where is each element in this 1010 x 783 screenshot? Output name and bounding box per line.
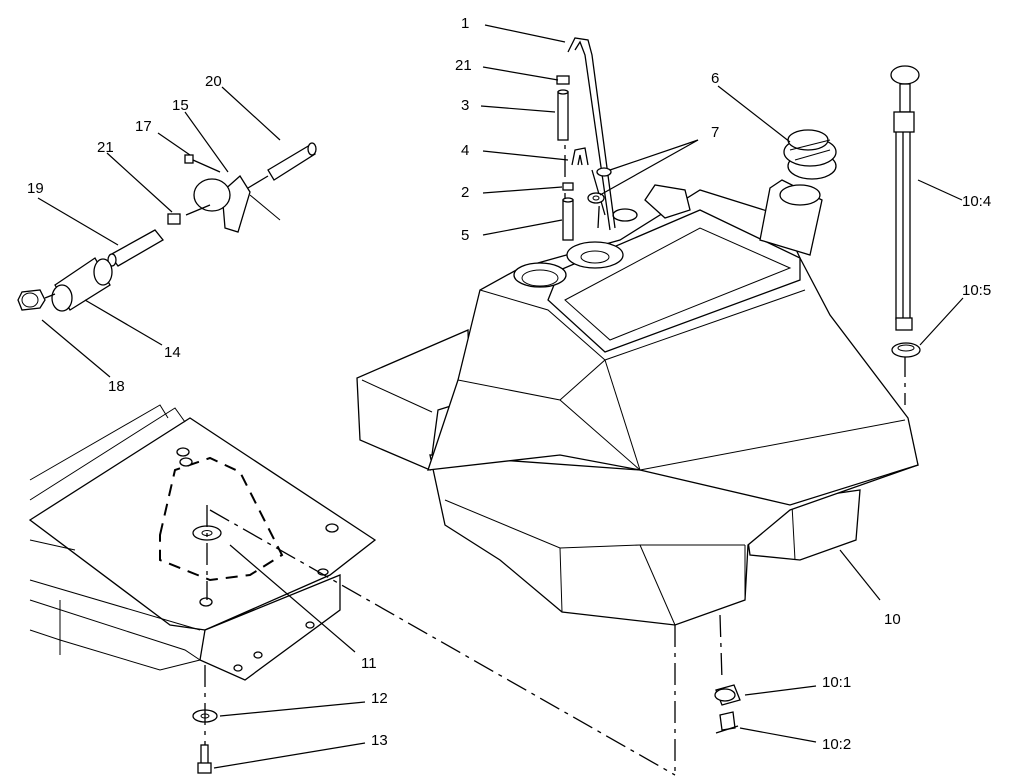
callout-7: 7 — [711, 124, 719, 141]
fuel-filter-assembly — [17, 142, 317, 312]
callout-13: 13 — [371, 732, 388, 749]
callout-4: 4 — [461, 142, 469, 159]
callout-17: 17 — [135, 118, 152, 135]
bolt-13 — [197, 744, 212, 774]
callout-6: 6 — [711, 70, 719, 87]
fuel-cap-6 — [783, 129, 837, 180]
mounting-plate — [28, 404, 377, 681]
callout-3: 3 — [461, 97, 469, 114]
grommet-10-5 — [891, 342, 921, 358]
callout-18: 18 — [108, 378, 125, 395]
grommet-7 — [587, 167, 612, 204]
fuel-tank — [356, 179, 919, 626]
callout-21: 21 — [455, 57, 472, 74]
callout-10-2: 10:2 — [822, 736, 851, 753]
callout-1: 1 — [461, 15, 469, 32]
leader-lines — [37, 24, 964, 769]
callout-21-filter: 21 — [97, 139, 114, 156]
fuel-line-1 — [567, 37, 616, 231]
callout-10-4: 10:4 — [962, 193, 991, 210]
hose-clamp-10-2 — [715, 711, 739, 734]
callout-10-5: 10:5 — [962, 282, 991, 299]
clamp-21 — [556, 75, 570, 85]
elbow-fitting — [714, 684, 741, 706]
fuel-gauge-sender — [890, 65, 920, 331]
callout-15: 15 — [172, 97, 189, 114]
standpipe-5 — [562, 197, 574, 241]
fuel-line-4 — [571, 147, 606, 216]
callout-20: 20 — [205, 73, 222, 90]
callout-14: 14 — [164, 344, 181, 361]
callout-10: 10 — [884, 611, 901, 628]
callout-labels: 1 21 3 4 2 5 6 7 10:4 10:5 10 10:1 10:2 … — [27, 15, 991, 753]
callout-12: 12 — [371, 690, 388, 707]
callout-10-1: 10:1 — [822, 674, 851, 691]
clamp-2 — [562, 182, 574, 191]
callout-19: 19 — [27, 180, 44, 197]
callout-11: 11 — [361, 655, 377, 672]
callout-5: 5 — [461, 227, 469, 244]
standpipe-3 — [557, 89, 569, 141]
callout-2: 2 — [461, 184, 469, 201]
